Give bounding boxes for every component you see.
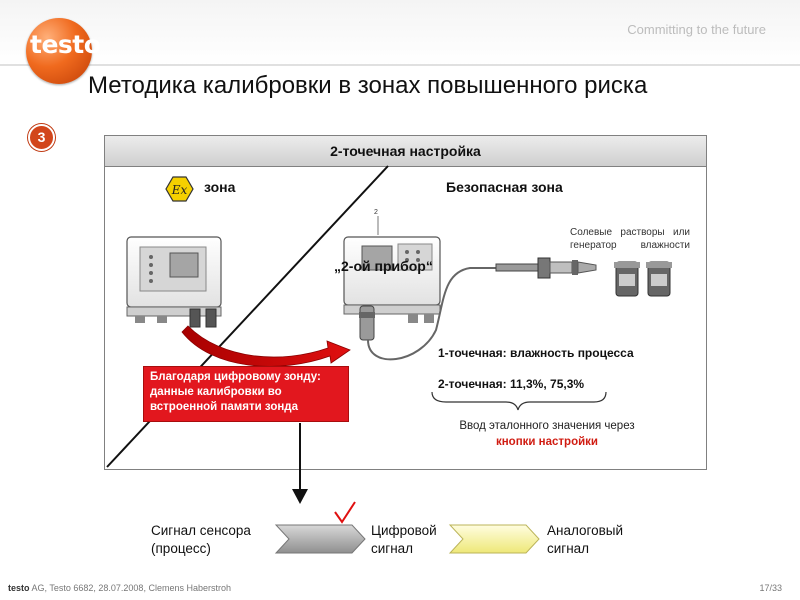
step-badge: 3 <box>28 124 55 151</box>
sensor-signal-line: (процесс) <box>151 541 211 556</box>
analog-signal-line: сигнал <box>547 541 590 556</box>
header-band <box>0 0 800 66</box>
analog-chevron <box>448 524 540 554</box>
device-marker: 2 <box>374 209 378 216</box>
sensor-signal-label: Сигнал сенсора (процесс) <box>151 522 251 558</box>
two-point-text: 2-точечная: 11,3%, 75,3% <box>438 377 585 391</box>
second-device-label: „2-ой прибор“ <box>334 258 433 274</box>
second-device-icon: 2 <box>343 209 441 341</box>
tagline: Committing to the future <box>627 22 766 37</box>
digital-probe-line: Благодаря цифровому зонду: <box>150 371 321 383</box>
digital-probe-line: встроенной памяти зонда <box>150 401 298 413</box>
salt-solutions-text: Солевые растворы или генератор влажности <box>570 227 690 251</box>
ex-symbol-text: Ex <box>171 183 188 197</box>
digital-signal-line: Цифровой <box>371 523 437 538</box>
panel-header: 2-точечная настройка <box>105 136 706 167</box>
ex-zone-icon: Ex <box>165 176 194 202</box>
digital-signal-line: сигнал <box>371 541 414 556</box>
hazard-transmitter-icon <box>126 236 222 328</box>
footer-text: testo AG, Testo 6682, 28.07.2008, Clemen… <box>8 583 231 593</box>
check-icon <box>334 501 356 524</box>
salt-bottle-icon <box>646 261 672 297</box>
hazard-zone-label: зона <box>204 179 236 195</box>
reference-input-text: Ввод эталонного значения через <box>459 420 635 432</box>
down-arrow-head <box>292 489 308 504</box>
footer-info: AG, Testo 6682, 28.07.2008, Clemens Habe… <box>29 583 231 593</box>
sensor-signal-line: Сигнал сенсора <box>151 523 251 538</box>
probe-cable <box>367 267 540 361</box>
safe-zone-label: Безопасная зона <box>446 179 563 195</box>
digital-chevron <box>274 524 366 554</box>
digital-probe-note: Благодаря цифровому зонду: данные калибр… <box>143 366 349 422</box>
transfer-arrow <box>181 325 351 367</box>
page-title: Методика калибровки в зонах повышенного … <box>88 72 648 99</box>
adjust-buttons-text: кнопки настройки <box>495 436 598 448</box>
humidity-probe-icon <box>495 257 597 279</box>
digital-signal-label: Цифровой сигнал <box>371 522 437 558</box>
digital-probe-line: данные калибровки во <box>150 386 282 398</box>
page-number: 17/33 <box>759 583 782 593</box>
curly-brace <box>431 391 607 411</box>
analog-signal-label: Аналоговый сигнал <box>547 522 623 558</box>
analog-signal-line: Аналоговый <box>547 523 624 538</box>
header-divider <box>0 64 800 66</box>
logo-text: testo <box>30 30 101 59</box>
footer-brand: testo <box>8 583 30 593</box>
testo-logo <box>26 18 92 84</box>
one-point-text: 1-точечная: влажность процесса <box>438 346 634 360</box>
salt-bottle-icon <box>614 261 640 297</box>
